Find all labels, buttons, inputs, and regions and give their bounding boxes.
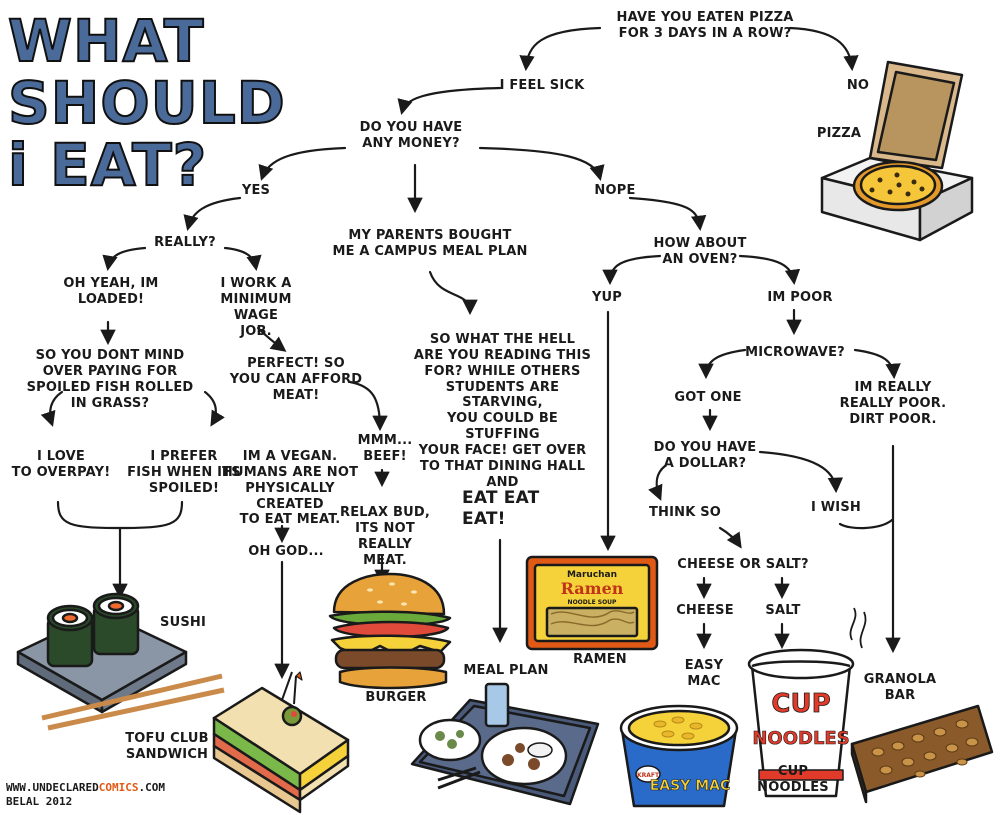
ramen-brand-text: Maruchan — [567, 570, 617, 580]
arrow-sick-to-money — [397, 86, 502, 115]
granola-bar-icon — [850, 704, 994, 804]
question-dollar: DO YOU HAVE A DOLLAR? — [653, 440, 757, 471]
question-microwave: MICROWAVE? — [745, 345, 845, 360]
credit-url-prefix: WWW.UNDECLARED — [6, 781, 99, 794]
arrow-money-to-yes — [258, 146, 347, 181]
credit-url-suffix: .COM — [138, 781, 165, 794]
arrow-dollar-to-iwish — [758, 450, 844, 494]
ramen-sub-text: NOODLE SOUP — [568, 599, 618, 606]
answer-vegan: IM A VEGAN. HUMANS ARE NOT PHYSICALLY CR… — [221, 449, 359, 528]
arrow-minwage-to-perfect — [256, 326, 287, 352]
easymac-brand-text: KRAFT — [637, 772, 660, 779]
arrow-pizza-to-sick — [519, 26, 602, 72]
arrow-yes-to-really — [183, 196, 242, 231]
cup-noodles-icon — [747, 607, 867, 798]
arrow-perfect-to-beef — [348, 380, 388, 432]
question-pizza: HAVE YOU EATEN PIZZA FOR 3 DAYS IN A ROW… — [616, 10, 794, 41]
answer-gotone: GOT ONE — [674, 390, 742, 405]
arrow-parents-to-hell — [428, 270, 478, 316]
question-oven: HOW ABOUT AN OVEN? — [653, 236, 747, 267]
arrow-nope-to-oven — [628, 196, 707, 232]
arrow-overpay-to-love — [40, 390, 64, 427]
answer-parents: MY PARENTS BOUGHT ME A CAMPUS MEAL PLAN — [332, 228, 528, 259]
arrow-really-to-minwage — [223, 246, 262, 272]
result-ramen: RAMEN — [573, 652, 627, 667]
cup-line2-text: NOODLES — [752, 728, 849, 749]
arrow-really-to-loaded — [102, 246, 147, 272]
arrow-pizza-to-no — [788, 26, 859, 72]
question-really: REALLY? — [154, 235, 216, 250]
sushi-icon — [16, 592, 225, 731]
result-burger: BURGER — [365, 690, 427, 705]
answer-beef: MMM... BEEF! — [357, 433, 413, 464]
meal-tray-icon — [410, 682, 600, 806]
eat-eat-eat-text: EAT EAT EAT! — [462, 488, 540, 529]
credit-author: BELAL 2012 — [6, 795, 73, 808]
answer-yup: YUP — [591, 290, 623, 305]
arrow-thinkso-to-cheesesalt — [718, 526, 742, 549]
credit-url-highlight: COMICS — [98, 781, 139, 794]
answer-cheese: CHEESE — [676, 603, 734, 618]
question-perfect: PERFECT! SO YOU CAN AFFORD MEAT! — [229, 356, 363, 403]
result-tofu-club-sandwich: TOFU CLUB SANDWICH — [125, 731, 209, 762]
answer-prefer: I PREFER FISH WHEN ITS SPOILED! — [127, 449, 241, 496]
question-reading: SO WHAT THE HELL ARE YOU READING THIS FO… — [413, 332, 592, 490]
arrow-money-to-nope — [478, 146, 605, 181]
arrow-microwave-to-dirtpoor — [853, 348, 901, 380]
result-pizza: PIZZA — [816, 126, 862, 141]
ramen-package-icon — [525, 555, 659, 651]
easymac-name-text: EASY MAC — [650, 778, 731, 794]
answer-minwage: I WORK A MINIMUM WAGE JOB. — [220, 276, 292, 339]
answer-loaded: OH YEAH, IM LOADED! — [63, 276, 159, 307]
arrow-dollar-to-thinkso — [648, 464, 667, 501]
burger-icon — [328, 572, 452, 690]
result-granola-bar: GRANOLA BAR — [863, 672, 937, 703]
result-meal-plan: MEAL PLAN — [463, 663, 549, 678]
answer-no: NO — [846, 78, 870, 93]
answer-dirt-poor: IM REALLY REALLY POOR. DIRT POOR. — [839, 380, 947, 427]
answer-impoor: IM POOR — [767, 290, 833, 305]
cup-line1-text: CUP — [771, 689, 830, 719]
answer-salt: SALT — [765, 603, 801, 618]
question-cheese-or-salt: CHEESE OR SALT? — [677, 557, 809, 572]
pizza-box-icon — [820, 60, 974, 242]
arrow-oven-to-impoor — [738, 254, 801, 286]
arrow-oven-to-yup — [602, 254, 662, 286]
answer-nope: NOPE — [594, 183, 636, 198]
answer-love: I LOVE TO OVERPAY! — [11, 449, 111, 480]
result-sushi: SUSHI — [160, 615, 206, 630]
result-easy-mac: EASY MAC — [684, 658, 724, 689]
answer-iwish: I WISH — [811, 500, 861, 515]
arrow-microwave-to-gotone — [698, 348, 747, 380]
result-cup-noodles: CUP NOODLES — [757, 764, 829, 795]
answer-thinkso: THINK SO — [648, 505, 722, 520]
answer-relax: RELAX BUD, ITS NOT REALLY MEAT. — [340, 505, 430, 568]
ramen-name-text: Ramen — [561, 579, 624, 598]
arrow-overpay-to-prefer — [203, 390, 225, 427]
question-overpay: SO YOU DONT MIND OVER PAYING FOR SPOILED… — [26, 348, 194, 411]
credit: WWW.UNDECLAREDCOMICS.COM BELAL 2012 — [6, 781, 165, 809]
page-title: WHAT SHOULD i EAT? — [7, 7, 286, 199]
answer-sick: I FEEL SICK — [499, 78, 585, 93]
sandwich-icon — [212, 671, 350, 814]
answer-yes: YES — [241, 183, 271, 198]
answer-ohgod: OH GOD... — [248, 544, 324, 559]
easy-mac-icon — [619, 704, 739, 808]
connector-iwish-dirtpoor — [838, 518, 894, 530]
question-money: DO YOU HAVE ANY MONEY? — [359, 120, 463, 151]
